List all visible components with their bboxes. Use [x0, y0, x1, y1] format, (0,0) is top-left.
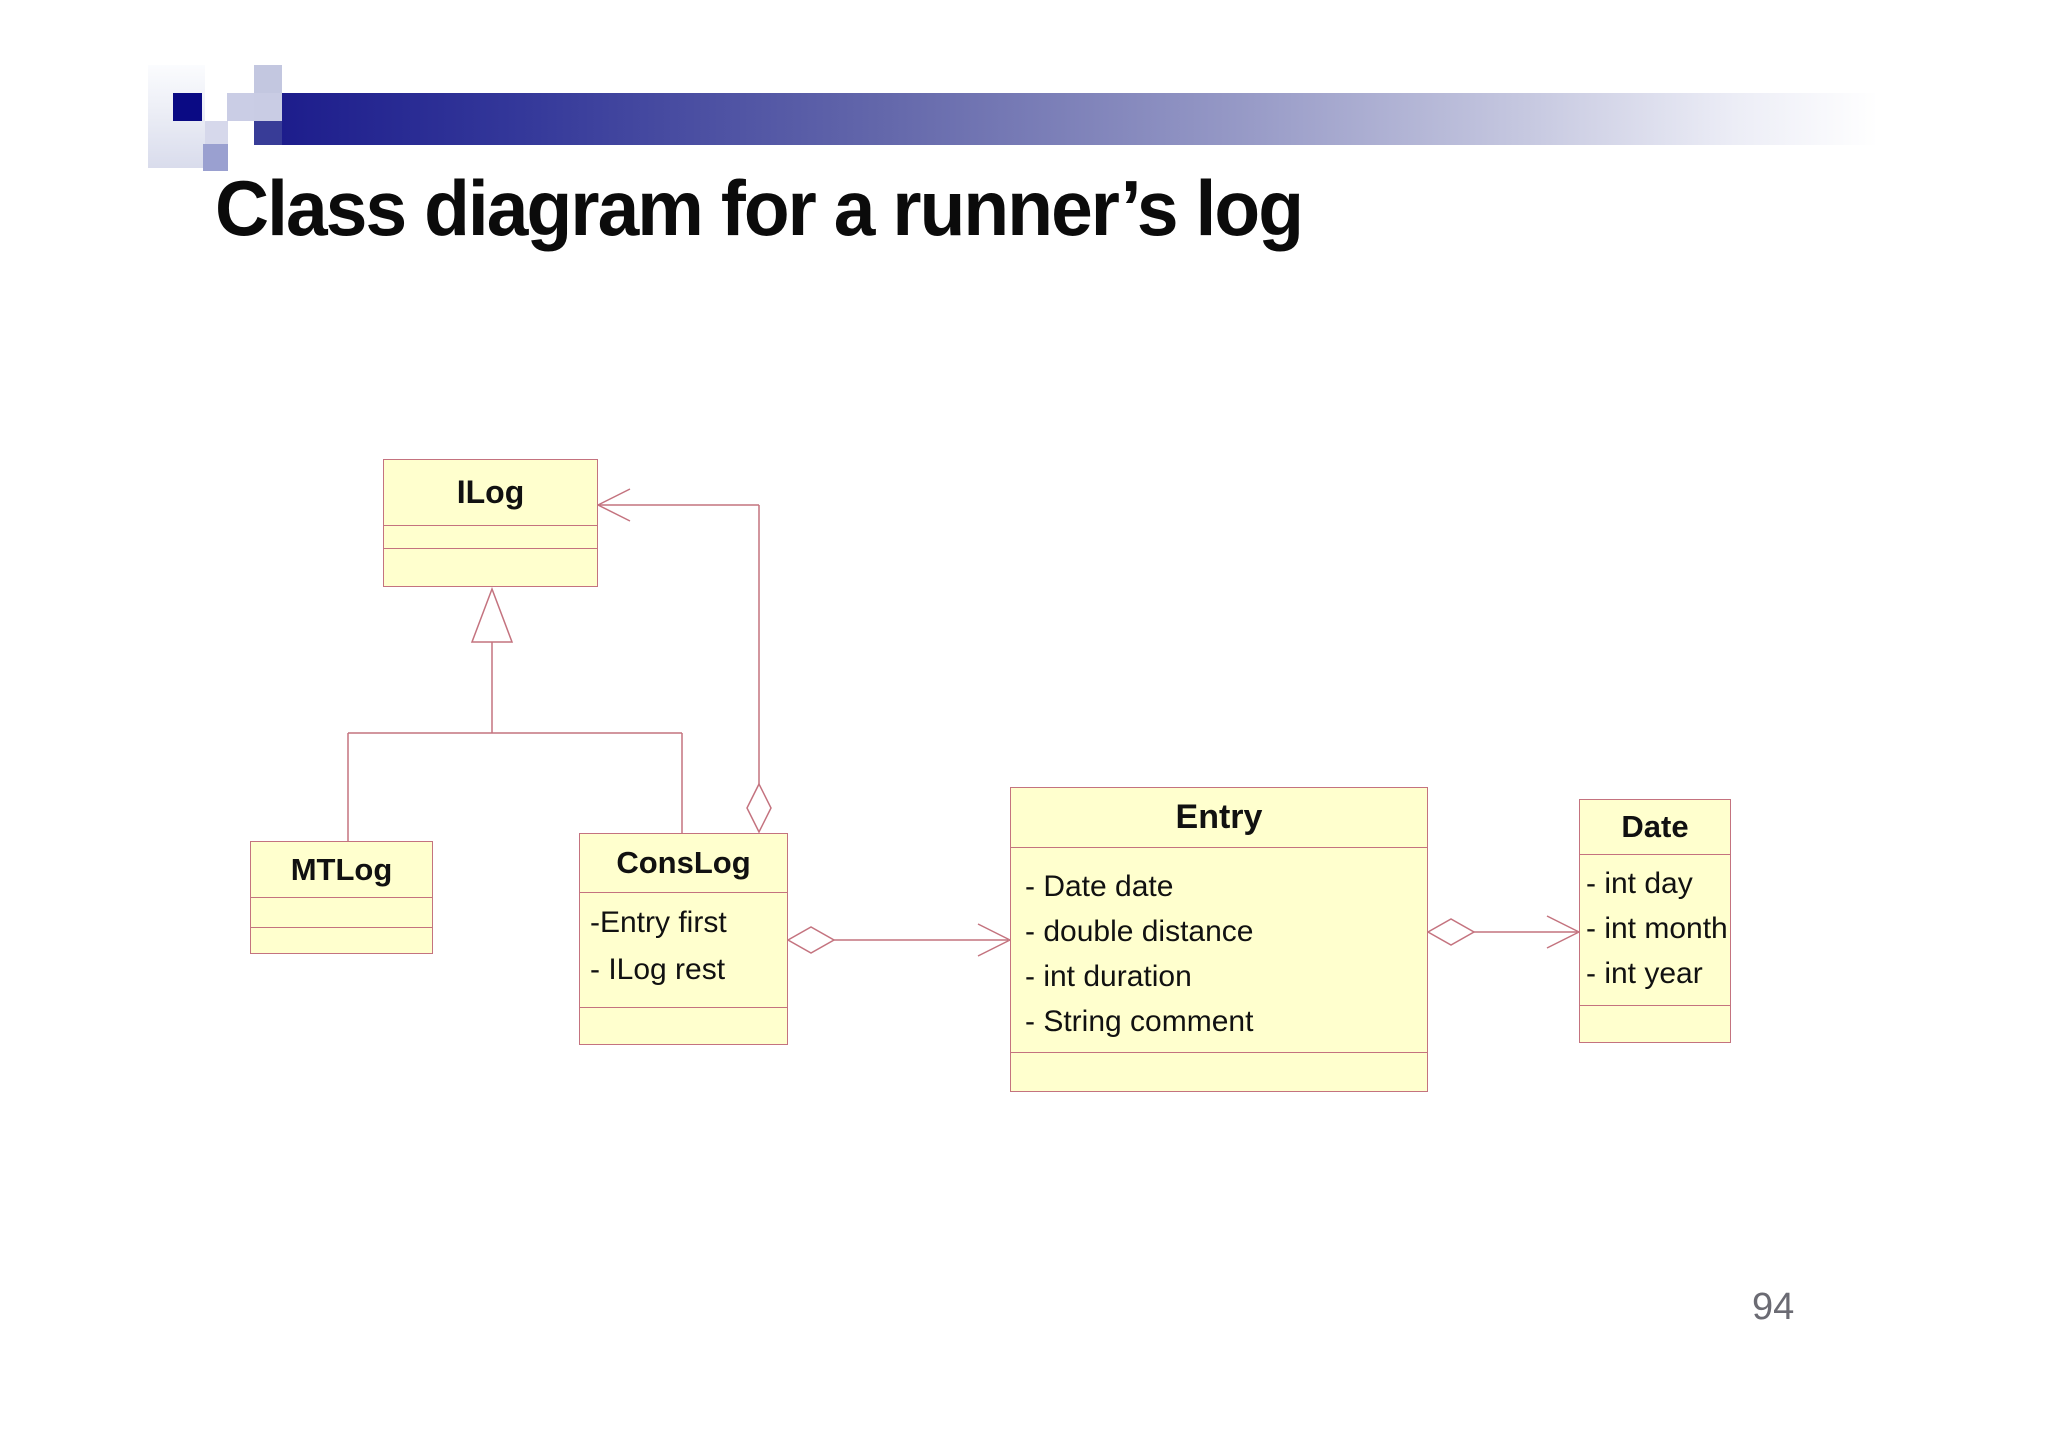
class-field: - ILog rest — [590, 953, 726, 986]
deco-square — [254, 65, 282, 93]
class-field: - double distance — [1025, 915, 1254, 948]
deco-square — [205, 121, 228, 144]
class-box-mtlog: MTLog — [250, 841, 433, 954]
class-box-ilog: ILog — [383, 459, 598, 587]
class-field: - Date date — [1025, 870, 1174, 903]
deco-square — [203, 144, 228, 171]
class-attributes-empty — [251, 898, 432, 928]
class-field: - int year — [1586, 957, 1703, 990]
aggregation-diamond-icon — [746, 782, 772, 834]
class-title: Entry — [1011, 788, 1427, 848]
class-title: Date — [1580, 800, 1730, 855]
aggregation-diamond-icon — [1426, 918, 1476, 946]
class-attributes: - Date date - double distance - int dura… — [1011, 848, 1427, 1053]
assoc-entry-arrowhead-icon — [977, 923, 1011, 957]
class-title: ConsLog — [580, 834, 787, 893]
class-attributes-empty — [384, 526, 597, 549]
class-attributes: -Entry first - ILog rest — [580, 893, 787, 1008]
class-box-entry: Entry - Date date - double distance - in… — [1010, 787, 1428, 1092]
aggregation-diamond-icon — [786, 926, 836, 954]
class-field: - int month — [1586, 912, 1728, 945]
page-title: Class diagram for a runner’s log — [215, 164, 1304, 252]
deco-square-navy — [173, 93, 202, 121]
class-box-date: Date - int day - int month - int year — [1579, 799, 1731, 1043]
header-gradient-bar — [282, 93, 1878, 145]
deco-square — [227, 93, 254, 121]
class-title: MTLog — [251, 842, 432, 898]
class-field: - int day — [1586, 867, 1693, 900]
class-box-conslog: ConsLog -Entry first - ILog rest — [579, 833, 788, 1045]
class-field: - String comment — [1025, 1005, 1254, 1038]
assoc-date-arrowhead-icon — [1546, 915, 1580, 949]
class-attributes: - int day - int month - int year — [1580, 855, 1730, 1006]
class-field: -Entry first — [590, 906, 727, 939]
deco-square — [254, 93, 282, 121]
assoc-ilog-arrowhead-icon — [597, 488, 631, 522]
deco-square — [254, 121, 282, 145]
generalization-triangle-icon — [470, 586, 514, 643]
class-title: ILog — [384, 460, 597, 526]
page-number: 94 — [1752, 1286, 1795, 1328]
class-field: - int duration — [1025, 960, 1192, 993]
